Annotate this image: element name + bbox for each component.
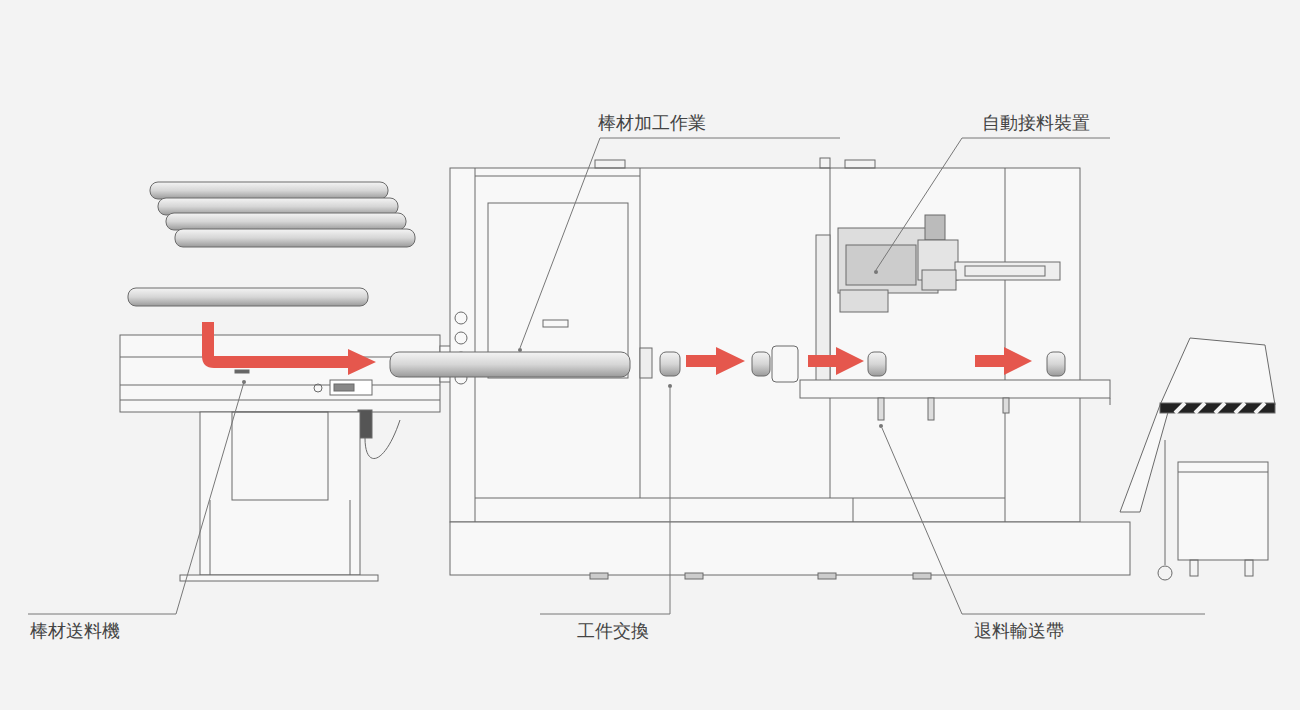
part-label: 退料輸送帶: [972, 620, 1066, 642]
part-label: 工件交換: [575, 620, 651, 642]
part-label: 棒材送料機: [28, 620, 122, 642]
part-label: 自動接料裝置: [980, 112, 1092, 134]
part-label: 棒材加工作業: [596, 112, 708, 134]
